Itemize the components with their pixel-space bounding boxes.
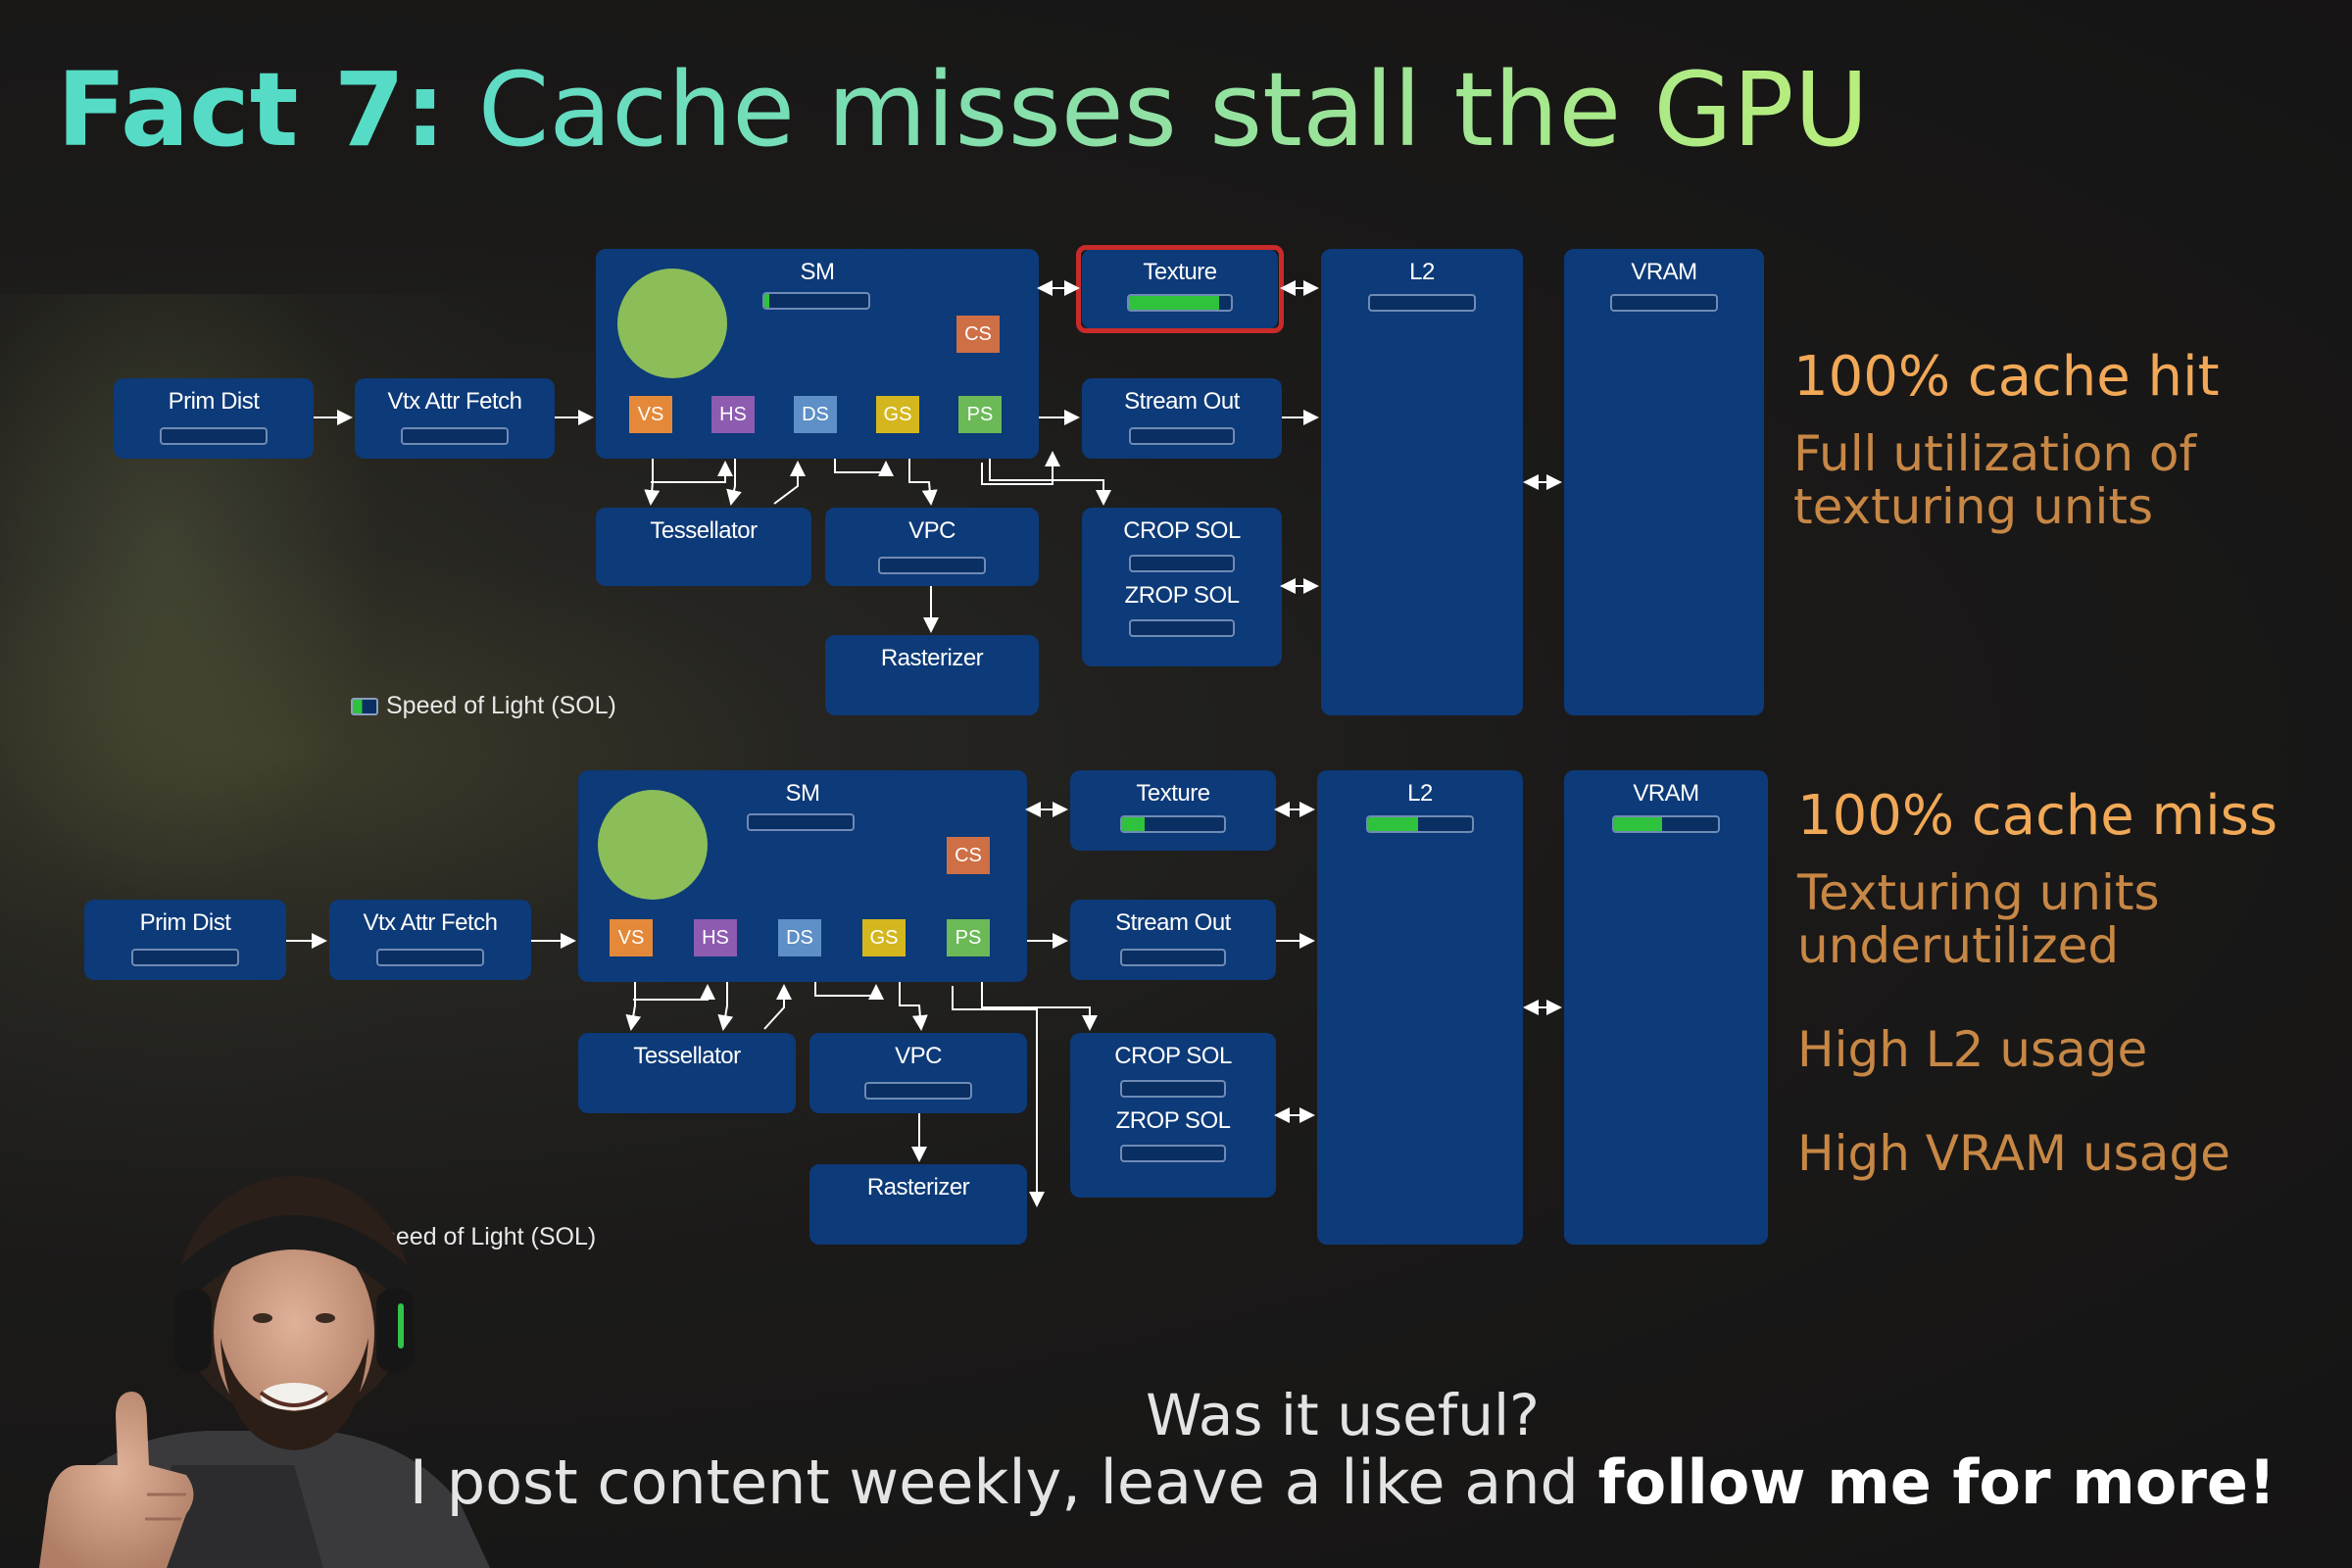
connector-arrow — [815, 982, 876, 996]
connector-arrow — [900, 982, 921, 1029]
connector-arrow — [633, 986, 708, 1000]
connector-arrow — [723, 982, 727, 1029]
connector-arrow — [631, 982, 635, 1029]
note-cache-hit-heading: 100% cache hit — [1793, 345, 2220, 409]
note-cache-miss-line1: Texturing units — [1797, 866, 2160, 919]
note-cache-hit-line1: Full utilization of — [1793, 427, 2196, 480]
note-cache-hit-line2: texturing units — [1793, 480, 2153, 533]
footer-question: Was it useful? — [402, 1382, 2283, 1448]
note-cache-miss-heading: 100% cache miss — [1797, 784, 2278, 848]
note-cache-miss-line2: underutilized — [1797, 919, 2119, 972]
note-cache-miss-line3: High L2 usage — [1797, 1023, 2147, 1076]
footer-follow-emphasis: follow me for more! — [1598, 1446, 2277, 1518]
connector-arrow — [764, 986, 784, 1029]
note-cache-miss-line4: High VRAM usage — [1797, 1127, 2230, 1180]
connector-arrow — [953, 986, 1037, 1205]
footer-call-to-action: I post content weekly, leave a like and … — [402, 1446, 2283, 1518]
footer-call-to-action-text: I post content weekly, leave a like and — [410, 1446, 1598, 1518]
